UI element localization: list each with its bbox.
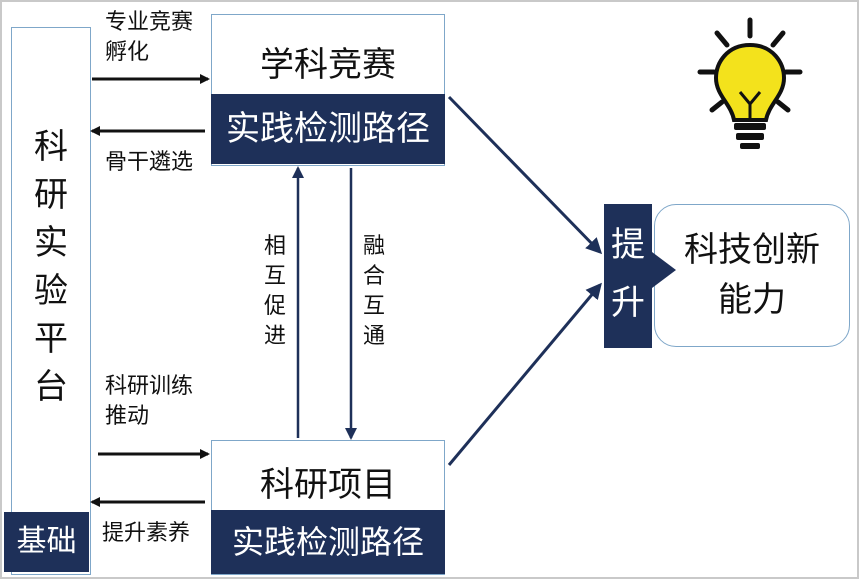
edge-label-incubate: 专业竞赛 孵化 [105, 10, 194, 65]
light-bulb-icon [697, 17, 803, 149]
competition-title: 学科竞赛 [260, 45, 396, 85]
lift-label: 提 升 [604, 204, 652, 348]
edge-label-fusion: 融 合 互 通 [362, 234, 385, 349]
research-platform-box: 科 研 实 验 平 台 [11, 27, 91, 575]
lift-to-result-chevron [652, 252, 676, 288]
project-path-label: 实践检测路径 [211, 510, 445, 574]
edge-label-training: 科研训练 推动 [105, 374, 194, 429]
foundation-label: 基础 [4, 512, 89, 572]
innovation-ability-box: 科技创新 能力 [654, 204, 850, 347]
competition-path-label: 实践检测路径 [211, 94, 445, 164]
edge-label-improve: 提升素养 [102, 521, 191, 546]
edge-label-mutual: 相 互 促 进 [263, 234, 286, 349]
project-title: 科研项目 [260, 465, 396, 505]
research-platform-title: 科 研 实 验 平 台 [34, 127, 68, 407]
arrow-competition-to-lift [447, 95, 603, 255]
edge-label-select: 骨干遴选 [105, 150, 194, 175]
arrow-project-to-lift [447, 282, 602, 466]
